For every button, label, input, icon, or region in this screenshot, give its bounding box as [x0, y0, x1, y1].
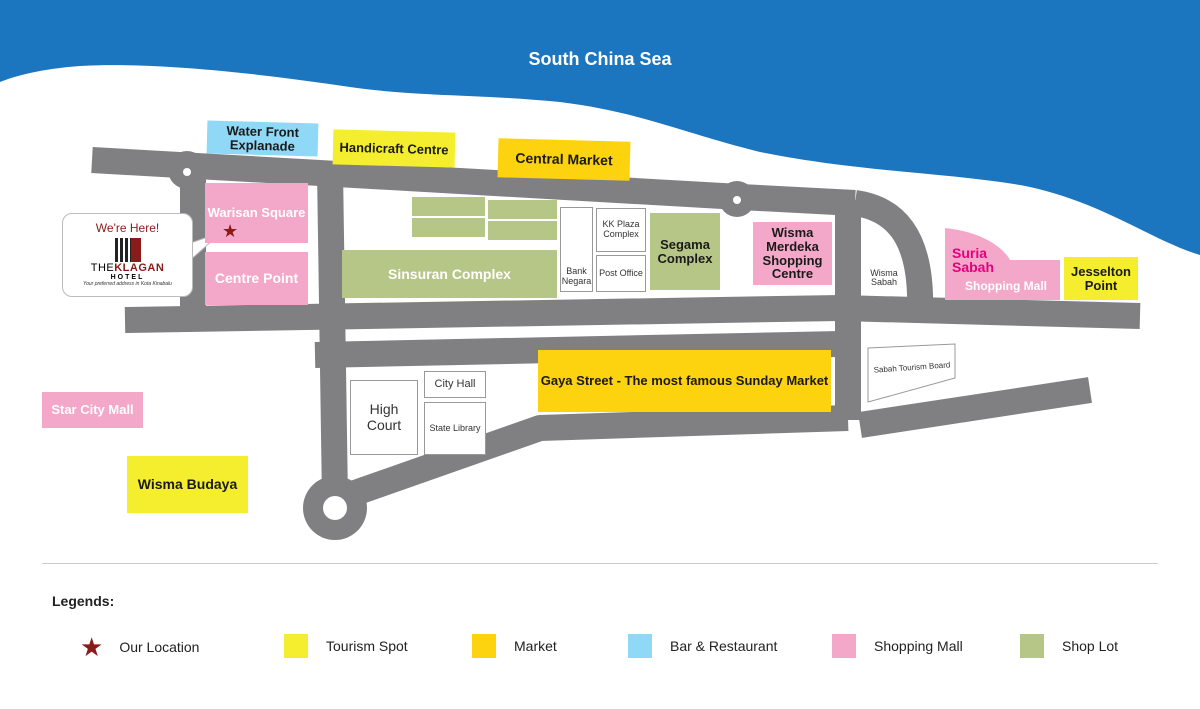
hotel-name: THEKLAGAN [63, 262, 192, 274]
place-segama-complex[interactable]: Segama Complex [650, 213, 720, 290]
legend-label: Tourism Spot [326, 638, 408, 654]
legend-item-market: Market [472, 634, 557, 658]
tourism-board-lot [867, 343, 956, 403]
bar-swatch [628, 634, 652, 658]
road-lower [314, 331, 841, 368]
suria-sabah-lot [945, 228, 1060, 300]
hotel-tagline: Your preferred address in Kota Kinabalu [83, 281, 172, 287]
sea-label: South China Sea [528, 49, 672, 69]
callout-heading: We're Here! [95, 221, 160, 235]
legend-divider [42, 563, 1158, 564]
legend-label: Our Location [119, 639, 200, 655]
shop-lot-3 [412, 218, 485, 237]
legend-label: Shop Lot [1062, 638, 1119, 654]
place-sinsuran-complex[interactable]: Sinsuran Complex [342, 250, 557, 298]
hotel-name-prefix: THE [90, 262, 115, 274]
road-vertical-main [317, 169, 348, 501]
road-right-lower [858, 377, 1092, 438]
legend-item-our-location: ★ Our Location [80, 634, 199, 660]
shop-lot-1 [412, 197, 485, 216]
legend-title: Legends: [52, 593, 115, 609]
road-middle [124, 295, 1141, 333]
legend-label: Bar & Restaurant [670, 638, 778, 654]
hotel-name-main: KLAGAN [114, 262, 165, 274]
market-swatch [472, 634, 496, 658]
place-suria-sabah[interactable]: Suria Sabah [952, 245, 995, 275]
place-wisma-budaya[interactable]: Wisma Budaya [127, 456, 248, 513]
place-kk-plaza[interactable]: KK Plaza Complex [596, 208, 646, 252]
sea [0, 0, 1200, 255]
legend-item-bar-restaurant: Bar & Restaurant [628, 634, 777, 658]
legend-item-shop-lot: Shop Lot [1020, 634, 1118, 658]
road-curve [852, 190, 934, 313]
place-gaya-street[interactable]: Gaya Street - The most famous Sunday Mar… [538, 350, 831, 412]
place-wisma-merdeka[interactable]: Wisma Merdeka Shopping Centre [753, 222, 832, 285]
road-diagonal [330, 405, 849, 513]
shopping-swatch [832, 634, 856, 658]
place-bank-negara[interactable]: Bank Negara [560, 207, 593, 292]
place-handicraft-centre[interactable]: Handicraft Centre [332, 129, 456, 168]
place-jesselton-point[interactable]: Jesselton Point [1064, 257, 1138, 300]
shop-lot-2 [488, 200, 557, 219]
place-warisan-square[interactable]: Warisan Square [205, 183, 308, 243]
place-city-hall[interactable]: City Hall [424, 371, 486, 398]
suria-sabah-subtitle: Shopping Mall [965, 279, 1047, 293]
place-state-library[interactable]: State Library [424, 402, 486, 455]
hotel-callout: We're Here! THEKLAGAN HOTEL Your preferr… [62, 213, 193, 297]
tourism-swatch [284, 634, 308, 658]
legend-item-shopping-mall: Shopping Mall [832, 634, 963, 658]
place-central-market[interactable]: Central Market [497, 138, 631, 181]
legend-item-tourism-spot: Tourism Spot [284, 634, 408, 658]
place-centre-point[interactable]: Centre Point [205, 252, 308, 305]
place-wisma-sabah[interactable]: Wisma Sabah [870, 267, 898, 287]
legend-label: Shopping Mall [874, 638, 963, 654]
our-location-star-icon: ★ [222, 221, 239, 241]
place-star-city-mall[interactable]: Star City Mall [42, 392, 143, 428]
shoplot-swatch [1020, 634, 1044, 658]
place-high-court[interactable]: High Court [350, 380, 418, 455]
place-post-office[interactable]: Post Office [596, 255, 646, 292]
star-icon: ★ [80, 632, 104, 662]
legend-label: Market [514, 638, 557, 654]
hotel-subtitle: HOTEL [110, 274, 145, 281]
place-water-front[interactable]: Water Front Explanade [206, 120, 319, 157]
shop-lot-4 [488, 221, 557, 240]
hotel-logo-icon [114, 238, 141, 262]
